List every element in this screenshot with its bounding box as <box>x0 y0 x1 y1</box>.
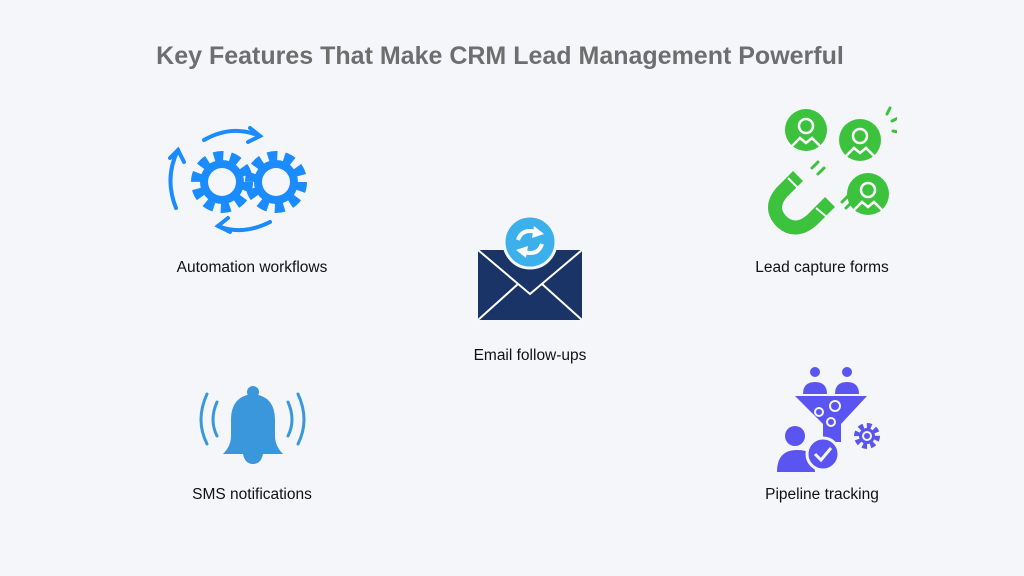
feature-label-lead-capture: Lead capture forms <box>755 259 889 276</box>
gears-cycle-icon <box>168 126 307 234</box>
email-refresh-icon <box>477 214 583 321</box>
bell-ringing-icon <box>199 386 306 464</box>
magnet-leads-icon <box>768 106 897 235</box>
feature-label-pipeline: Pipeline tracking <box>765 486 879 503</box>
page-title: Key Features That Make CRM Lead Manageme… <box>156 42 844 70</box>
funnel-pipeline-icon <box>777 367 880 472</box>
feature-label-email: Email follow-ups <box>473 347 587 364</box>
feature-label-automation: Automation workflows <box>176 259 328 276</box>
feature-label-sms: SMS notifications <box>192 486 312 503</box>
